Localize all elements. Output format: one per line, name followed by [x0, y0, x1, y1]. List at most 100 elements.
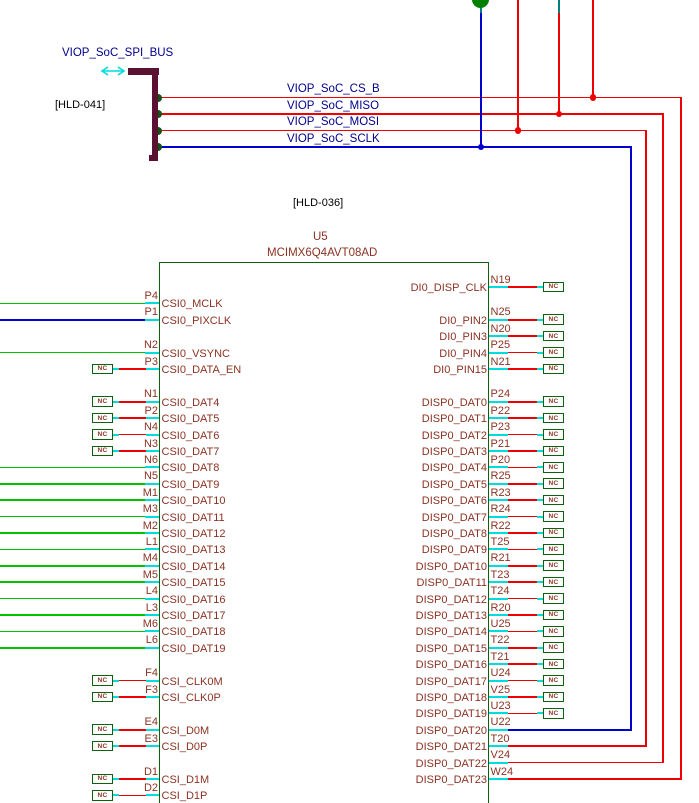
net-wire — [0, 499, 145, 501]
pin-number: P4 — [144, 289, 158, 302]
nc-stub-wire — [536, 696, 543, 698]
pin-stub — [145, 466, 160, 469]
pin-number: W24 — [490, 765, 514, 778]
pin-stub — [489, 433, 508, 436]
nc-stub-wire — [536, 400, 543, 403]
pin-stub — [145, 581, 160, 584]
pin-name: CSI0_DAT13 — [161, 544, 226, 557]
nc-stub-wire — [536, 646, 543, 649]
nc-stub-wire — [113, 794, 119, 797]
nc-flag: NC — [543, 593, 564, 604]
pin-stub — [489, 400, 508, 403]
nc-stub-wire — [536, 630, 543, 633]
pin-stub — [489, 679, 508, 682]
pin-number: N2 — [143, 339, 158, 352]
nc-stub-wire — [113, 400, 119, 403]
pin-number: E4 — [144, 716, 158, 729]
nc-wire — [118, 450, 146, 452]
net-wire — [0, 302, 145, 305]
net-wire — [0, 466, 145, 469]
nc-wire — [507, 286, 537, 288]
nc-wire — [118, 401, 146, 403]
nc-stub-wire — [536, 499, 543, 502]
pin-stub — [146, 745, 160, 748]
nc-flag: NC — [92, 445, 113, 457]
pin-stub — [146, 417, 160, 420]
pin-stub — [146, 433, 160, 436]
net-feed-wire — [517, 0, 519, 131]
pin-number: N25 — [490, 306, 511, 319]
pin-stub — [145, 630, 160, 633]
pin-stub — [489, 499, 508, 502]
nc-stub-wire — [536, 351, 543, 354]
pin-stub — [489, 548, 508, 551]
pin-number: R21 — [490, 552, 511, 565]
pin-number: T23 — [490, 568, 510, 581]
nc-flag: NC — [543, 708, 564, 719]
pin-stub — [489, 318, 508, 321]
net-wire — [507, 778, 681, 780]
pin-stub — [145, 499, 160, 502]
nc-wire — [507, 499, 537, 501]
nc-flag: NC — [543, 347, 564, 358]
pin-number: F4 — [145, 667, 158, 680]
nc-flag: NC — [543, 396, 564, 407]
pin-name: CSI0_VSYNC — [161, 347, 230, 360]
nc-flag: NC — [92, 429, 113, 440]
pin-number: T20 — [490, 732, 510, 745]
pin-number: R25 — [490, 470, 511, 483]
pin-number: R24 — [490, 503, 511, 516]
nc-stub-wire — [536, 450, 543, 452]
power-ball — [472, 0, 489, 8]
pin-number: M4 — [142, 552, 158, 565]
pin-name: CSI0_DAT15 — [161, 577, 226, 590]
nc-wire — [507, 597, 537, 600]
pin-stub — [489, 597, 508, 600]
pin-number: L3 — [145, 601, 158, 614]
pin-stub — [489, 450, 508, 452]
bus-bar-vertical — [151, 68, 159, 161]
pin-stub — [146, 794, 160, 797]
pin-name: DISP0_DAT8 — [421, 528, 487, 540]
nc-stub-wire — [536, 581, 543, 584]
pin-name: DISP0_DAT1 — [421, 413, 487, 426]
bus-entry-arrow-icon — [100, 66, 126, 76]
nc-wire — [118, 679, 146, 682]
nc-stub-wire — [113, 745, 119, 748]
net-wire — [0, 319, 145, 321]
pin-name: DI0_PIN3 — [439, 331, 487, 344]
nc-flag: NC — [543, 658, 564, 670]
net-wire — [0, 630, 145, 633]
pin-number: P21 — [490, 437, 511, 450]
pin-stub — [146, 400, 160, 403]
pin-name: CSI0_DAT10 — [161, 495, 226, 508]
pin-name: DISP0_DAT19 — [415, 708, 487, 721]
nc-flag: NC — [92, 412, 113, 424]
pin-stub — [489, 286, 508, 288]
net-wire — [0, 614, 145, 616]
pin-stub — [489, 712, 508, 715]
pin-name: CSI0_DAT18 — [161, 626, 226, 639]
net-label: VIOP_SoC_MOSI — [287, 116, 380, 128]
nc-stub-wire — [536, 597, 543, 600]
pin-number: P3 — [144, 355, 158, 368]
net-wire — [158, 129, 646, 132]
pin-stub — [146, 696, 160, 698]
pin-stub — [145, 597, 160, 600]
pin-number: T25 — [490, 535, 510, 548]
pin-stub — [489, 630, 508, 633]
pin-stub — [489, 532, 508, 534]
nc-stub-wire — [113, 728, 119, 731]
pin-name: DISP0_DAT18 — [415, 692, 487, 704]
nc-flag: NC — [92, 790, 113, 801]
pin-stub — [146, 450, 160, 452]
pin-name: DISP0_DAT12 — [415, 593, 487, 606]
pin-name: DISP0_DAT14 — [415, 626, 487, 639]
pin-name: DISP0_DAT9 — [421, 544, 487, 557]
pin-stub — [489, 696, 508, 698]
nc-stub-wire — [536, 548, 543, 551]
pin-number: T24 — [490, 585, 510, 598]
net-wire-vertical — [680, 96, 682, 780]
pin-stub — [145, 646, 160, 649]
nc-flag: NC — [543, 412, 564, 424]
